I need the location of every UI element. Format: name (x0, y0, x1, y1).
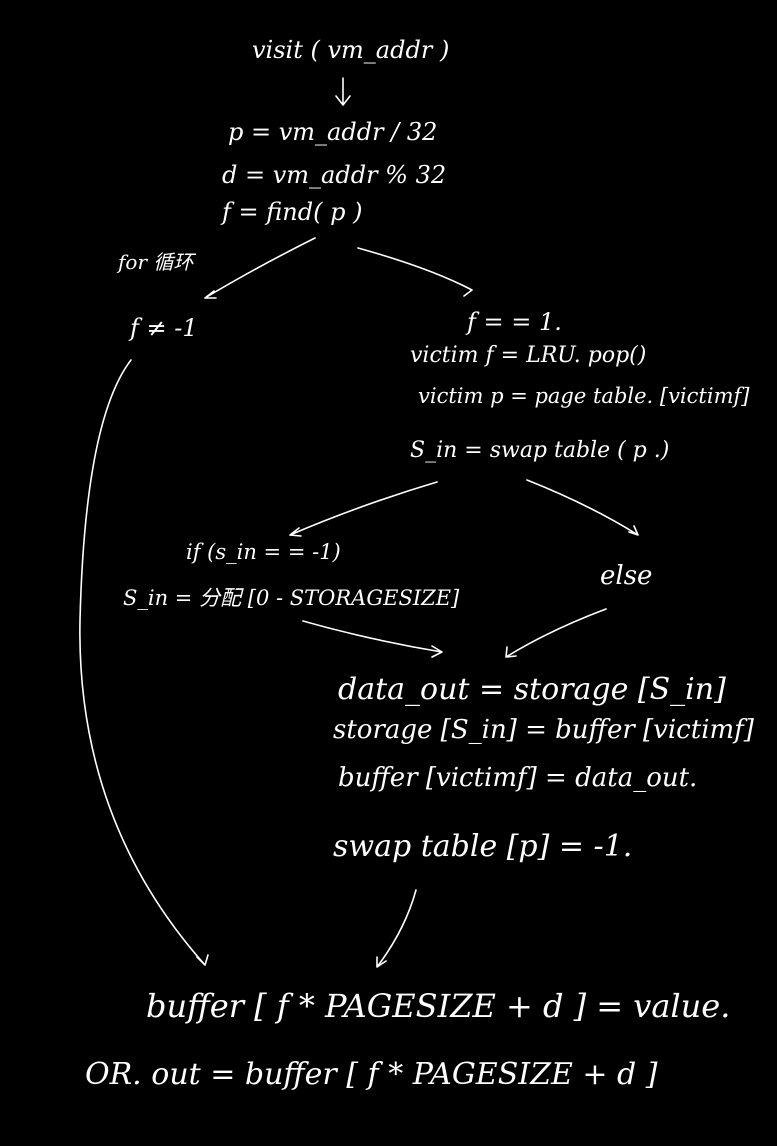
else-label: else (600, 561, 653, 591)
s-in-alloc: S_in = 分配 [0 - STORAGESIZE] (123, 586, 460, 610)
buffer-read-out: OR. out = buffer [ f * PAGESIZE + d ] (85, 1057, 658, 1092)
s-in-assign: S_in = swap table ( p .) (410, 438, 670, 463)
buffer-victim-assign: buffer [victimf] = data_out. (338, 763, 698, 793)
victim-f: victim f = LRU. pop() (410, 343, 647, 368)
victim-p: victim p = page table. [victimf] (418, 384, 750, 408)
arrow-find-to-left-branch (204, 237, 316, 299)
if-s-in: if (s_in = = -1) (186, 540, 341, 564)
storage-assign: storage [S_in] = buffer [victimf] (333, 715, 754, 745)
buffer-write-value: buffer [ f * PAGESIZE + d ] = value. (146, 987, 731, 1025)
arrow-find-to-right-branch (357, 247, 473, 297)
d-assign: d = vm_addr % 32 (222, 161, 447, 189)
for-loop-note: for 循环 (118, 250, 194, 274)
arrow-swap-reset-to-final (376, 889, 417, 968)
swap-table-reset: swap table [p] = -1. (333, 829, 633, 864)
arrow-swap-to-if (289, 481, 438, 537)
f-not-minus-one: f ≠ -1 (130, 314, 198, 342)
arrow-swap-to-else (526, 479, 639, 536)
p-assign: p = vm_addr / 32 (228, 118, 438, 146)
arrow-else-to-data-out (505, 608, 607, 658)
arrow-visit-to-p (335, 77, 351, 106)
arrow-if-to-data-out (302, 620, 443, 658)
f-equals-one: f = = 1. (467, 308, 562, 336)
arrow-left-to-final (79, 359, 209, 966)
data-out-assign: data_out = storage [S_in] (338, 672, 726, 707)
f-assign: f = find( p ) (222, 198, 363, 226)
visit-call: visit ( vm_addr ) (252, 36, 450, 64)
